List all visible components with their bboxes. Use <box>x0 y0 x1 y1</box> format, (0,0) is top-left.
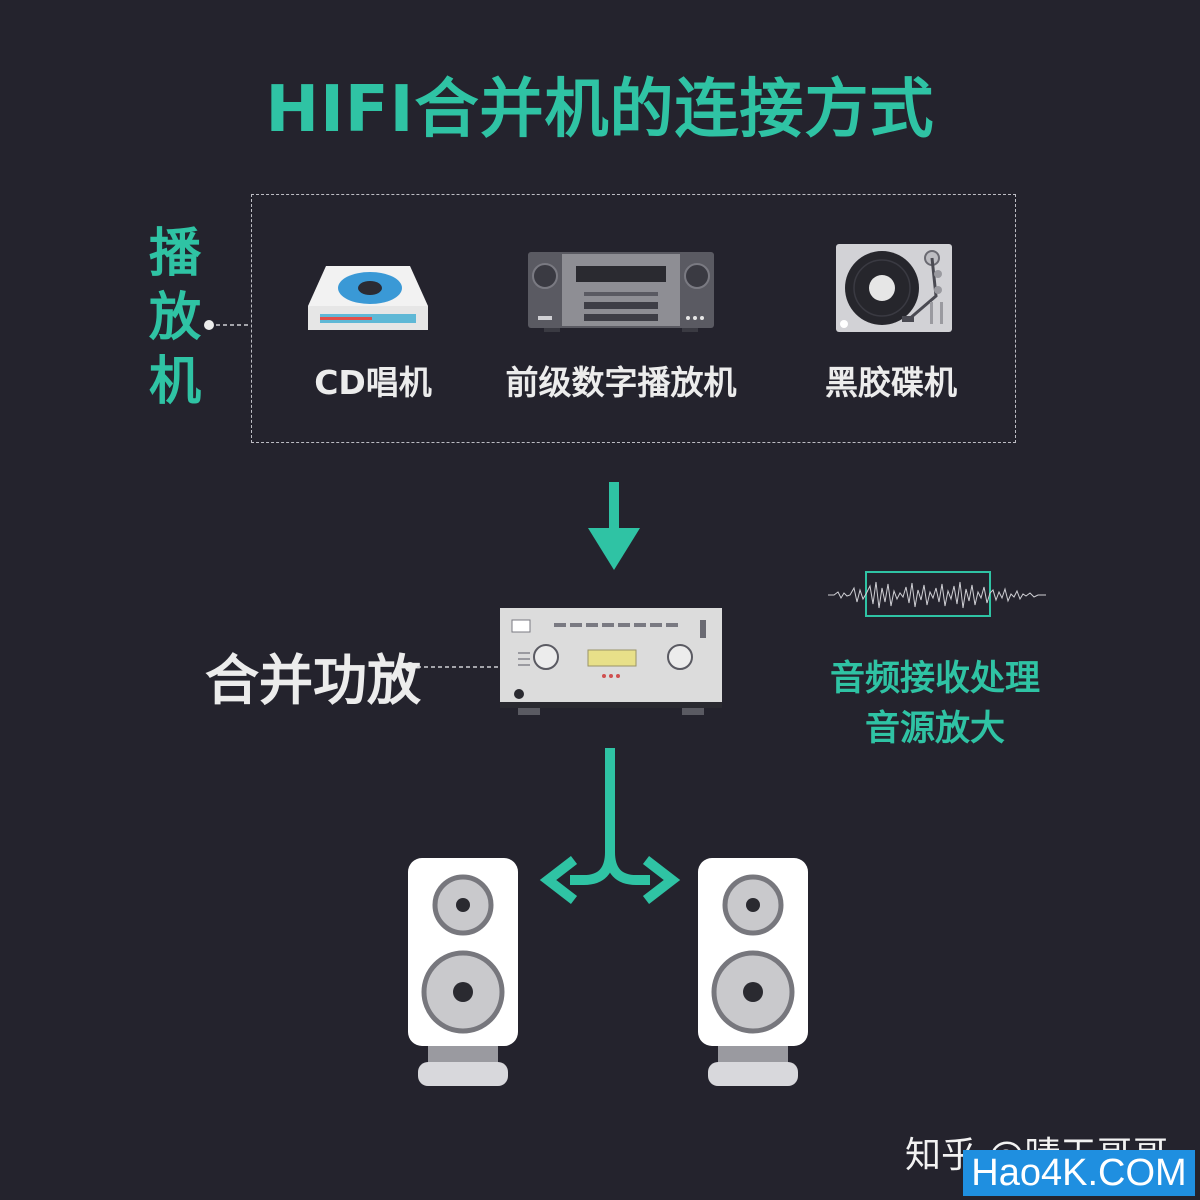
speaker-icon <box>698 858 808 1086</box>
amplifier-label: 合并功放 <box>205 649 421 712</box>
players-label-char: 播 <box>148 224 201 284</box>
players-label: 播 放 机 <box>140 222 210 414</box>
preamp-digital-player-icon <box>528 252 714 332</box>
device-label-turntable: 黑胶碟机 <box>825 363 957 402</box>
audio-waveform-icon <box>828 571 1046 617</box>
page-title: HIFI合并机的连接方式 <box>265 73 935 147</box>
device-label-cd: CD唱机 <box>314 363 432 402</box>
amplifier-connector <box>405 662 498 672</box>
players-label-char: 放 <box>148 288 201 348</box>
watermark-site: Hao4K.COM <box>963 1150 1195 1196</box>
split-arrow-icon <box>539 748 681 904</box>
players-group-box <box>251 194 1016 443</box>
players-label-char: 机 <box>148 352 201 412</box>
process-label-line1: 音频接收处理 <box>829 659 1040 699</box>
turntable-icon <box>836 244 952 332</box>
device-label-preamp: 前级数字播放机 <box>505 363 737 402</box>
speaker-icon <box>408 858 518 1086</box>
process-label-line2: 音源放大 <box>864 709 1005 749</box>
arrow-down-icon <box>588 482 640 570</box>
integrated-amplifier-icon <box>500 608 722 715</box>
players-connector <box>204 320 251 330</box>
cd-player-icon <box>308 266 428 330</box>
